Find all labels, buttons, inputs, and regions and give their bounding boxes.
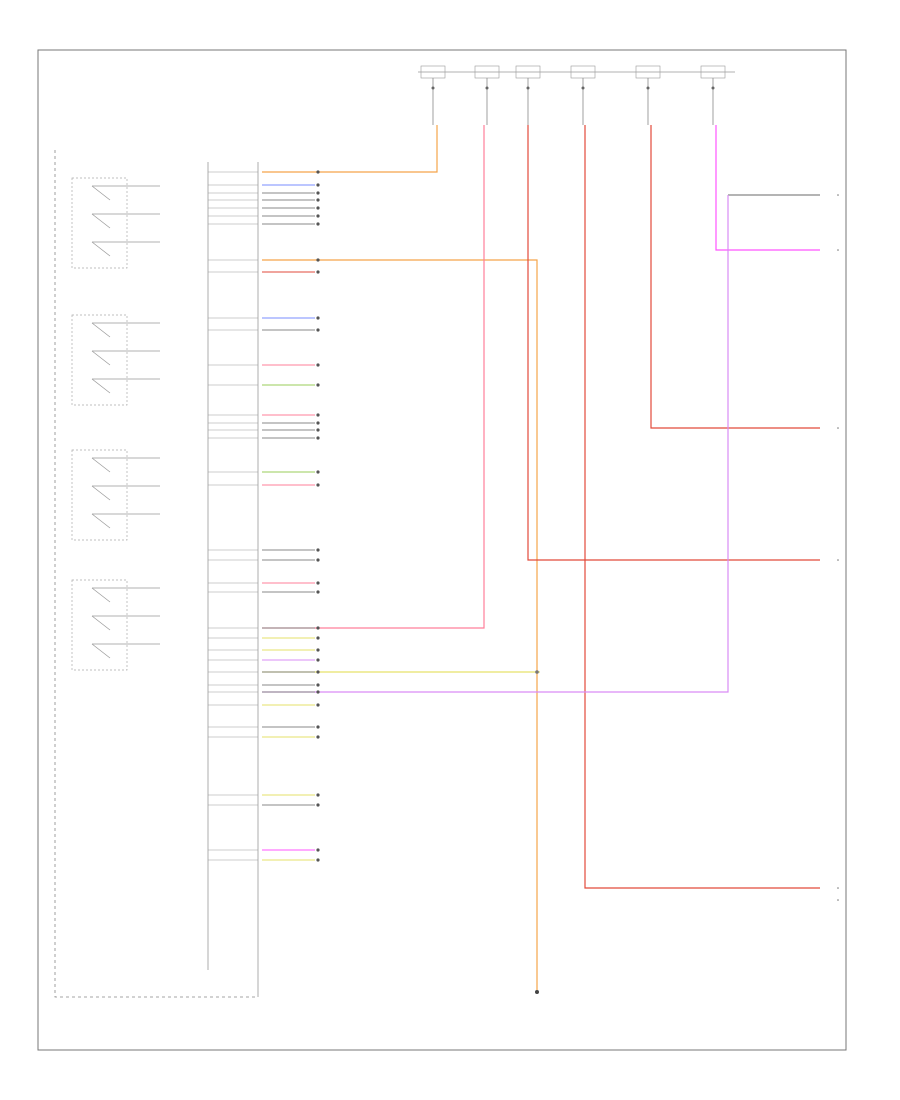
pin-terminal [316, 548, 320, 552]
wire-orange [262, 125, 438, 173]
pin-terminal [316, 191, 320, 195]
right-terminal [837, 194, 839, 196]
switch-contact [91, 350, 111, 366]
wire-orange [262, 259, 538, 990]
switch-contact [91, 241, 111, 257]
right-terminal [837, 559, 839, 561]
ground-symbol [535, 990, 539, 994]
pin-terminal [316, 428, 320, 432]
module-outline [54, 150, 258, 998]
switch-housing [71, 314, 128, 406]
wire-red [584, 125, 820, 889]
switch-contact [91, 485, 111, 501]
splice-node [535, 670, 539, 674]
pin-terminal [316, 363, 320, 367]
wire-group [262, 125, 820, 990]
pin-terminal [316, 590, 320, 594]
pin-terminal [316, 170, 320, 174]
pin-terminal [316, 214, 320, 218]
pin-terminal [316, 670, 320, 674]
right-side-connectors [837, 194, 839, 901]
pin-terminal [316, 183, 320, 187]
pin-group [208, 170, 320, 862]
switch-contact [91, 615, 111, 631]
pin-terminal [316, 436, 320, 440]
wire-magenta [715, 125, 820, 251]
fuse-block [418, 65, 735, 125]
right-terminal [837, 427, 839, 429]
pin-terminal [316, 793, 320, 797]
wire-red [527, 125, 820, 561]
wire-pink [262, 125, 485, 629]
right-terminal [837, 887, 839, 889]
fuse-node [711, 86, 715, 90]
switch-contact [91, 643, 111, 659]
pin-terminal [316, 413, 320, 417]
pin-terminal [316, 803, 320, 807]
switch-housing [71, 579, 128, 671]
pin-terminal [316, 558, 320, 562]
switch-contact [91, 213, 111, 229]
switch-housing [71, 449, 128, 541]
right-terminal [837, 899, 839, 901]
pin-terminal [316, 421, 320, 425]
pin-terminal [316, 626, 320, 630]
fuse-node [581, 86, 585, 90]
switch-housing [71, 177, 128, 269]
switch-contact [91, 185, 111, 201]
pin-terminal [316, 581, 320, 585]
pin-terminal [316, 258, 320, 262]
control-module [54, 150, 259, 998]
fuse-node [526, 86, 530, 90]
switch-contact [91, 457, 111, 473]
pin-terminal [316, 316, 320, 320]
fuse-node [485, 86, 489, 90]
wire-red [650, 125, 820, 429]
pin-terminal [316, 636, 320, 640]
pin-terminal [316, 658, 320, 662]
pin-terminal [316, 383, 320, 387]
right-terminal [837, 249, 839, 251]
fuse-node [646, 86, 650, 90]
pin-terminal [316, 270, 320, 274]
pin-terminal [316, 222, 320, 226]
pin-terminal [316, 690, 320, 694]
pin-terminal [316, 683, 320, 687]
pin-terminal [316, 858, 320, 862]
pin-terminal [316, 483, 320, 487]
switch-group [71, 177, 160, 671]
fuse-node [431, 86, 435, 90]
pin-terminal [316, 735, 320, 739]
pin-terminal [316, 328, 320, 332]
switch-contact [91, 587, 111, 603]
ground-point [535, 990, 539, 994]
wire-violet [262, 195, 729, 693]
pin-terminal [316, 206, 320, 210]
pin-terminal [316, 198, 320, 202]
diagram-frame [37, 49, 847, 1051]
pin-terminal [316, 648, 320, 652]
switch-contact [91, 378, 111, 394]
pin-terminal [316, 848, 320, 852]
switch-contact [91, 322, 111, 338]
switch-contact [91, 513, 111, 529]
pin-terminal [316, 725, 320, 729]
pin-terminal [316, 703, 320, 707]
pin-terminal [316, 470, 320, 474]
